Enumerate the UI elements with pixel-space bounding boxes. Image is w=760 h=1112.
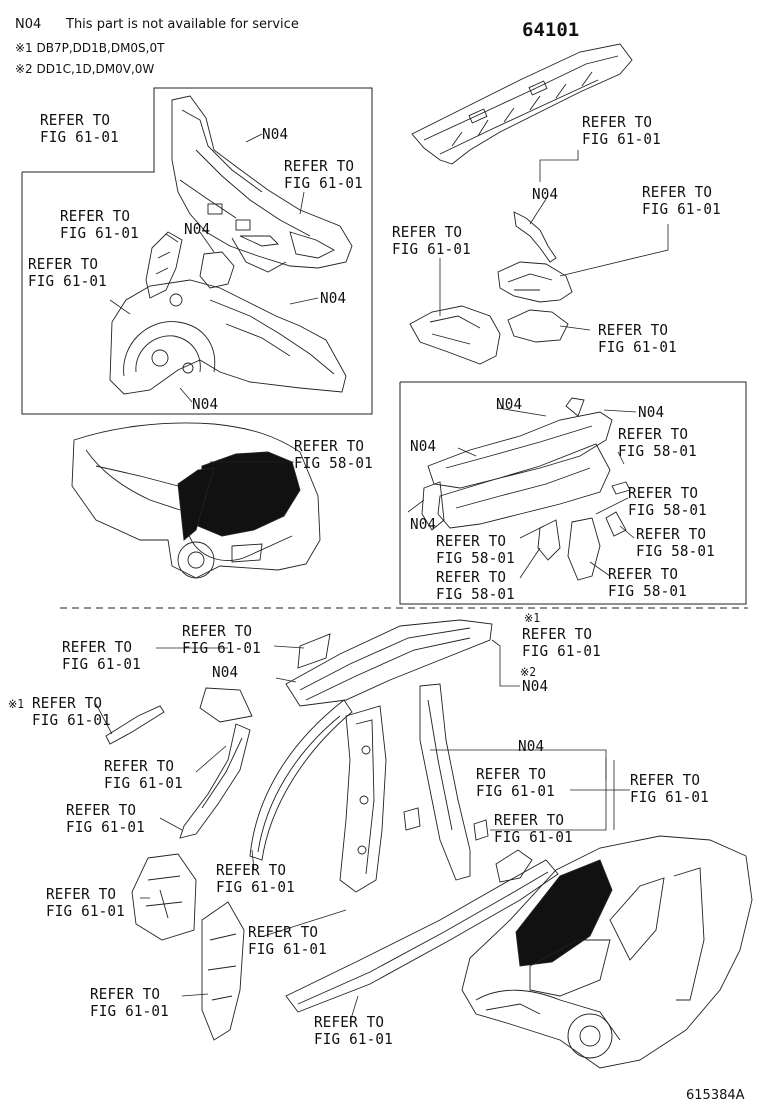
- callout-n04: N04: [518, 737, 545, 755]
- car-rear-view: [71, 422, 321, 579]
- group-frame-right: [399, 381, 747, 605]
- upper-right-brackets: [409, 211, 573, 365]
- callout-n04: N04: [184, 220, 211, 238]
- header-code: N04: [15, 17, 42, 32]
- back-door-frame-parts: [421, 397, 631, 581]
- callout-n04: N04: [532, 185, 559, 203]
- footnote-mark-1: ※1: [8, 697, 25, 711]
- part-number: 64101: [522, 19, 580, 41]
- callout-n04: N04: [192, 395, 219, 413]
- group-frame-left: [21, 87, 373, 415]
- callout-n04: N04: [638, 403, 665, 421]
- callout-n04: N04: [410, 515, 437, 533]
- roof-side-rail-pillars: [105, 619, 559, 1041]
- rear-crossmember-64101: [411, 43, 633, 165]
- callout-n04: N04: [522, 677, 549, 695]
- callout-n04: N04: [262, 125, 289, 143]
- footnote-mark-2: ※2: [520, 665, 537, 679]
- callout-n04: N04: [410, 437, 437, 455]
- header-note: This part is not available for service: [66, 17, 299, 32]
- footnote-mark-1: ※1: [524, 611, 541, 625]
- footnote-2: ※2 DD1C,1D,DM0V,0W: [15, 62, 155, 76]
- callout-n04: N04: [212, 663, 239, 681]
- illustration-id: 615384A: [686, 1088, 745, 1103]
- quarter-panel-assembly: [109, 95, 353, 395]
- leader-lines: [95, 133, 669, 1023]
- callout-n04: N04: [320, 289, 347, 307]
- callout-n04: N04: [496, 395, 523, 413]
- footnote-1: ※1 DB7P,DD1B,DM0S,0T: [15, 41, 165, 55]
- car-front-view: [461, 835, 753, 1069]
